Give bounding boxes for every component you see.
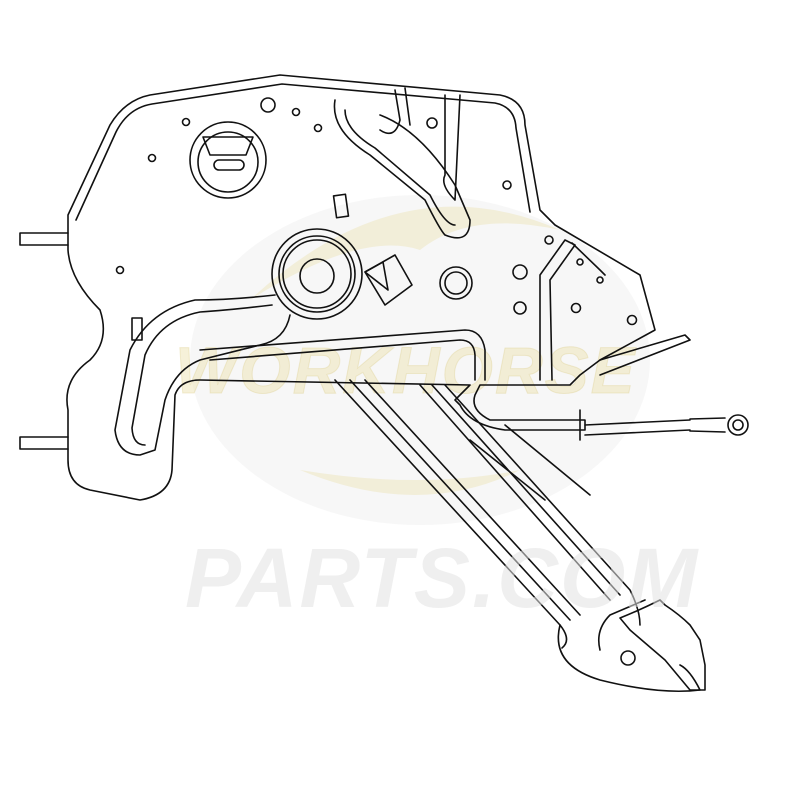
pedal-pad (619, 599, 706, 691)
pedal-arm (334, 379, 701, 693)
pivot-boss (271, 228, 363, 320)
access-hole (189, 121, 267, 199)
bracket-plate (66, 74, 656, 501)
left-stud-top (19, 232, 69, 246)
cable-rod (579, 409, 749, 441)
left-stud-bottom (19, 436, 69, 450)
